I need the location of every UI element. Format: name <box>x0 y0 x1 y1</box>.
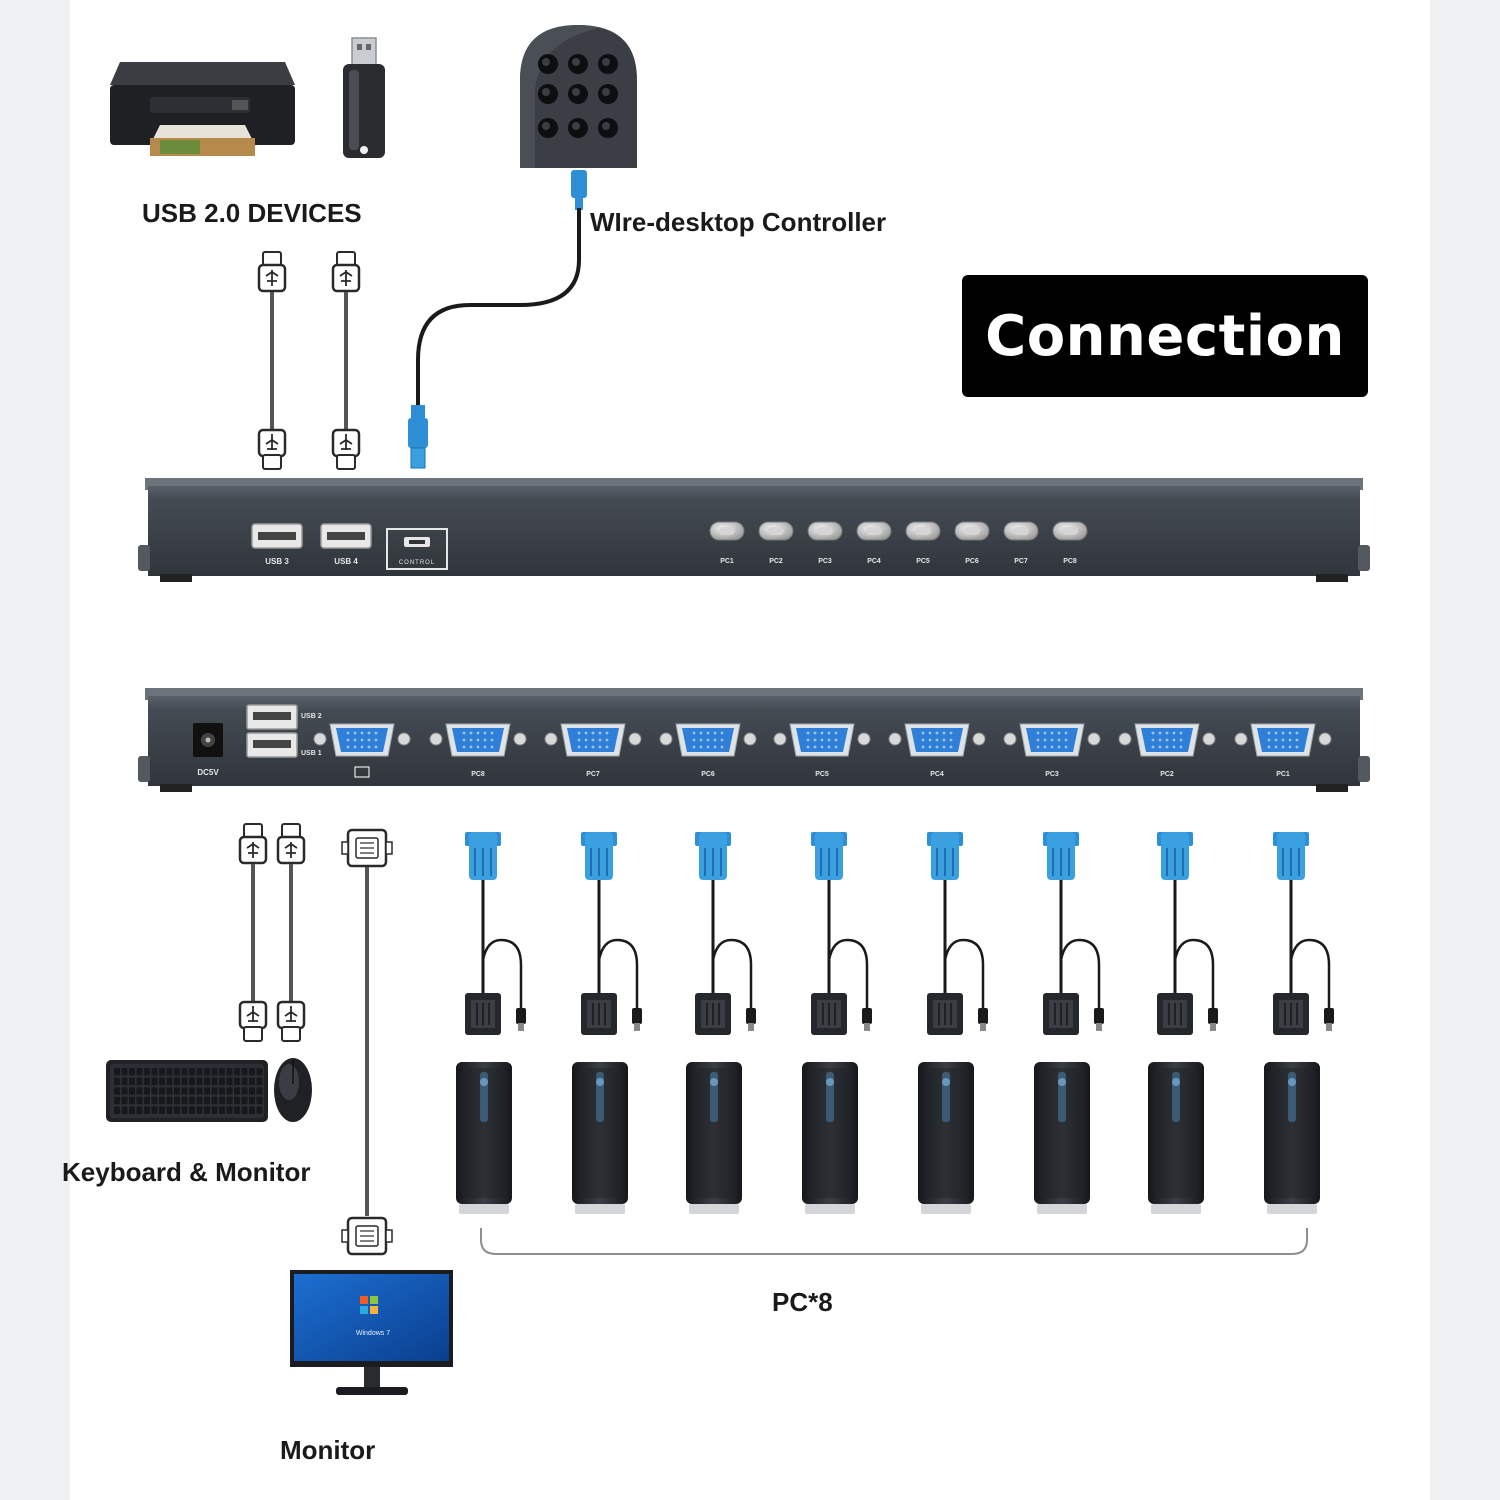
pc-tower-1 <box>456 1062 512 1214</box>
keyboard-icon <box>106 1060 268 1122</box>
pc-button-1[interactable] <box>709 521 745 541</box>
pc-tower-5 <box>918 1062 974 1214</box>
vga-port-pc4 <box>888 723 986 757</box>
vga-port-label: PC7 <box>586 771 600 778</box>
kvm-front-panel <box>138 478 1370 582</box>
pc-button-label: PC5 <box>916 558 930 565</box>
pc-tower-7 <box>1148 1062 1204 1214</box>
pc-select-buttons: PC1 PC2 PC3 PC4 PC5 PC6 PC7 PC8 <box>709 521 1088 565</box>
pc-button-5[interactable] <box>905 521 941 541</box>
pc-tower-8 <box>1264 1062 1320 1214</box>
pc-kvm-cable-1 <box>465 832 526 1035</box>
vga-port-label: PC1 <box>1276 771 1290 778</box>
vga-port-pc7 <box>544 723 642 757</box>
pc-towers <box>456 1062 1320 1214</box>
back-usb-label-1: USB 1 <box>301 750 322 757</box>
pc-button-2[interactable] <box>758 521 794 541</box>
pc-kvm-cable-7 <box>1157 832 1218 1035</box>
pc-button-label: PC2 <box>769 558 783 565</box>
front-usb-port-2 <box>320 523 372 549</box>
usb-cable-bottom-1 <box>238 823 268 1042</box>
vga-port-label: PC5 <box>815 771 829 778</box>
usb-cable-bottom-2 <box>276 823 306 1042</box>
controller-buttons <box>538 54 618 138</box>
pc-button-label: PC4 <box>867 558 881 565</box>
pc-tower-4 <box>802 1062 858 1214</box>
pc-button-4[interactable] <box>856 521 892 541</box>
vga-port-pc8 <box>429 723 527 757</box>
front-usb-label-1: USB 3 <box>265 557 289 566</box>
back-usb-label-2: USB 2 <box>301 713 322 720</box>
vga-port-label: PC3 <box>1045 771 1059 778</box>
keyboard-mouse-label: Keyboard & Monitor <box>62 1157 311 1187</box>
pc-button-label: PC1 <box>720 558 734 565</box>
usb-cable-top-1 <box>257 251 287 470</box>
pc-button-6[interactable] <box>954 521 990 541</box>
vga-port-pc5 <box>773 723 871 757</box>
usb-cable-top-2 <box>331 251 361 470</box>
monitor-label: Monitor <box>280 1435 376 1465</box>
pcs-label: PC*8 <box>772 1287 833 1317</box>
front-usb-label-2: USB 4 <box>334 557 358 566</box>
connection-title-badge: Connection <box>962 275 1368 397</box>
vga-monitor-cable <box>341 828 393 1256</box>
front-usb-port-1 <box>251 523 303 549</box>
pc-kvm-cable-6 <box>1043 832 1104 1035</box>
pc-tower-6 <box>1034 1062 1090 1214</box>
vga-port-monitor <box>313 723 411 757</box>
pc-button-label: PC7 <box>1014 558 1028 565</box>
pc-button-8[interactable] <box>1052 521 1088 541</box>
pc-kvm-cable-4 <box>811 832 872 1035</box>
pc-group-bracket <box>480 1228 1308 1255</box>
pc-kvm-cable-5 <box>927 832 988 1035</box>
vga-ports: PC8 PC7 PC6 PC5 PC4 PC3 PC2 PC1 <box>313 723 1332 778</box>
pc-button-label: PC8 <box>1063 558 1077 565</box>
vga-port-label: PC4 <box>930 771 944 778</box>
usb-devices-label: USB 2.0 DEVICES <box>142 198 362 228</box>
vga-port-label: PC6 <box>701 771 715 778</box>
vga-port-pc2 <box>1118 723 1216 757</box>
dc-power-label: DC5V <box>197 768 219 777</box>
printer-icon <box>110 62 295 156</box>
pc-tower-2 <box>572 1062 628 1214</box>
controller-cable <box>408 170 587 469</box>
pc-kvm-cable-8 <box>1273 832 1334 1035</box>
monitor-icon <box>290 1270 453 1395</box>
pc-tower-3 <box>686 1062 742 1214</box>
mouse-icon <box>274 1058 312 1122</box>
back-usb-ports <box>246 704 298 758</box>
control-port <box>386 528 448 570</box>
control-port-label: CONTROL <box>399 560 435 566</box>
vga-port-pc3 <box>1003 723 1101 757</box>
pc-kvm-cable-3 <box>695 832 756 1035</box>
pc-kvm-cable-2 <box>581 832 642 1035</box>
vga-port-label: PC8 <box>471 771 485 778</box>
pc-button-label: PC6 <box>965 558 979 565</box>
pc-button-label: PC3 <box>818 558 832 565</box>
vga-port-pc1 <box>1234 723 1332 757</box>
pc-vga-cables <box>465 832 1334 1035</box>
dc-power-port <box>193 723 223 757</box>
monitor-os-text: Windows 7 <box>356 1330 390 1337</box>
controller-label: WIre-desktop Controller <box>590 207 887 237</box>
vga-port-label: PC2 <box>1160 771 1174 778</box>
connection-title: Connection <box>985 303 1345 369</box>
pc-button-7[interactable] <box>1003 521 1039 541</box>
usb-drive-icon <box>343 37 385 158</box>
vga-port-pc6 <box>659 723 757 757</box>
pc-button-3[interactable] <box>807 521 843 541</box>
